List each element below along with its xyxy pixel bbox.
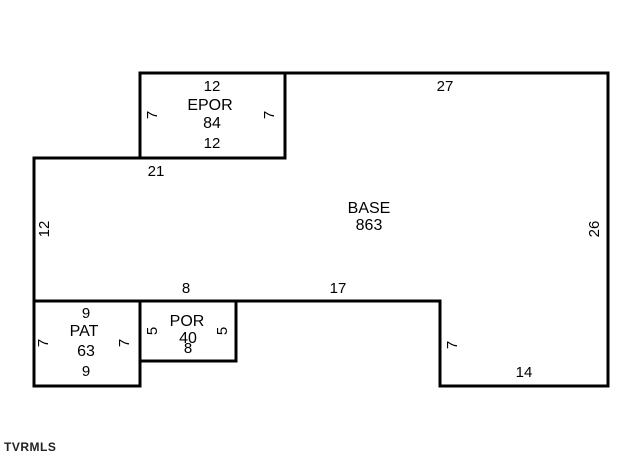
- dim-por-bottom: 8: [184, 340, 192, 357]
- mls-watermark: TVRMLS: [4, 440, 57, 454]
- dim-base-left: 12: [36, 221, 53, 238]
- epor-outline: [138, 71, 287, 160]
- pat-outline: [32, 299, 142, 388]
- por-area: 40: [179, 330, 197, 347]
- dim-base-bottom: 14: [516, 364, 533, 381]
- dim-base-ledge-top: 21: [148, 163, 165, 180]
- por-name: POR: [170, 313, 205, 330]
- dim-pat-right: 7: [116, 339, 133, 347]
- dim-epor-left: 7: [144, 111, 161, 119]
- base-area: 863: [356, 217, 383, 234]
- epor-name: EPOR: [187, 97, 232, 114]
- dim-pat-bottom: 9: [82, 363, 90, 380]
- dim-base-bottom-right: 17: [330, 280, 347, 297]
- dim-por-left: 5: [144, 327, 161, 335]
- dim-base-right: 26: [586, 221, 603, 238]
- epor-area: 84: [203, 115, 221, 132]
- base-outline: [32, 71, 610, 388]
- dim-por-right: 5: [214, 327, 231, 335]
- por-outline: [138, 299, 238, 363]
- dim-epor-bottom: 12: [204, 135, 221, 152]
- dim-base-bottom-mid: 8: [182, 280, 190, 297]
- dim-epor-right: 7: [261, 111, 278, 119]
- dim-base-notch: 7: [444, 341, 461, 349]
- pat-area: 63: [77, 343, 95, 360]
- dim-pat-left: 7: [35, 339, 52, 347]
- dim-pat-top: 9: [82, 305, 90, 322]
- dim-epor-top: 12: [204, 78, 221, 95]
- base-name: BASE: [348, 200, 391, 217]
- pat-name: PAT: [70, 323, 99, 340]
- dim-base-top: 27: [437, 78, 454, 95]
